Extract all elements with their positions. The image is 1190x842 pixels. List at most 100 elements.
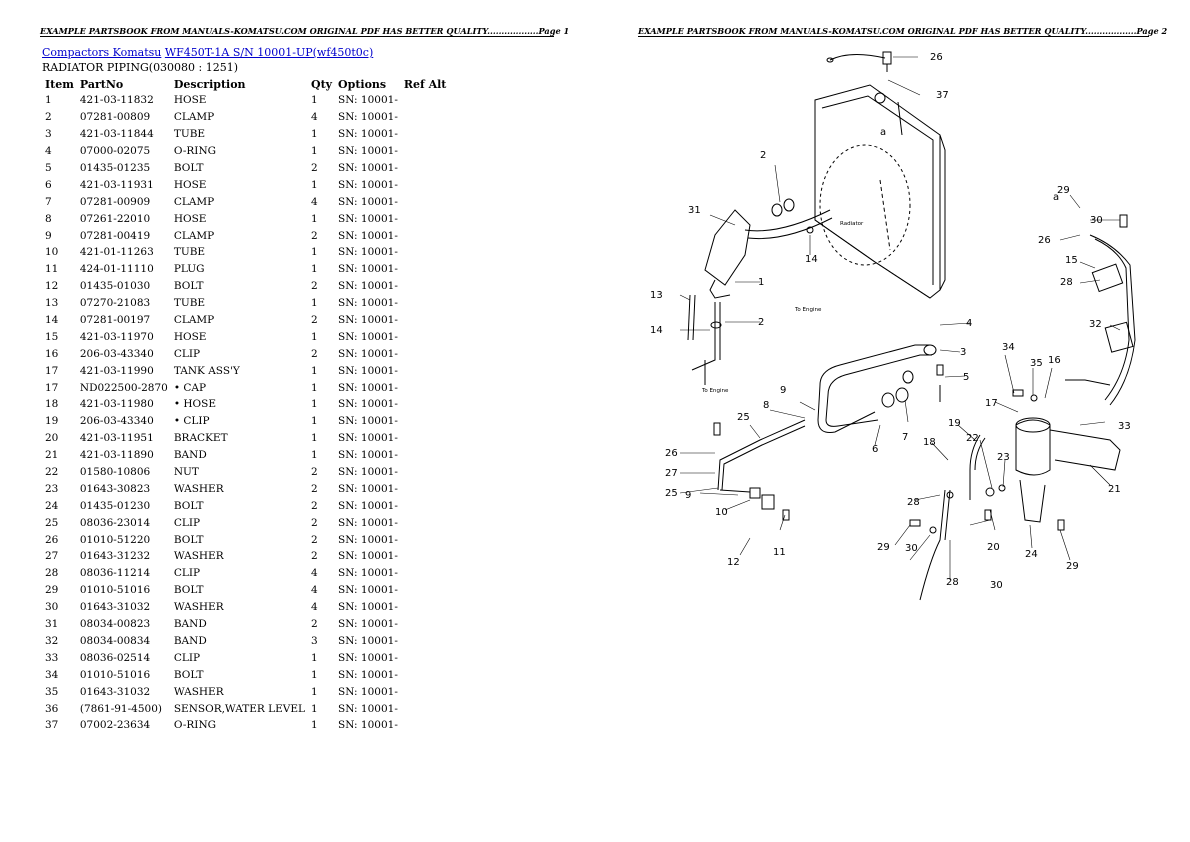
item-cell: 18 <box>45 398 59 411</box>
partno-cell: 07270-21083 <box>79 297 151 310</box>
qty-cell: 2 <box>310 550 318 563</box>
partno-cell: 08034-00823 <box>79 618 151 631</box>
ref-alt-cell <box>401 295 450 312</box>
options-cell: SN: 10001- <box>338 516 398 529</box>
partno-cell: 01010-51016 <box>79 668 151 681</box>
qty-cell: 1 <box>310 212 318 225</box>
ref-alt-cell <box>401 227 450 244</box>
partno-cell: 01435-01235 <box>79 162 151 174</box>
options-cell: SN: 10001- <box>338 246 398 259</box>
qty-cell: 1 <box>310 246 318 259</box>
callout-label: 9 <box>685 490 691 501</box>
options-cell: SN: 10001- <box>338 314 398 327</box>
partno-cell: 07281-00809 <box>79 111 151 124</box>
col-header-qty: Qty <box>310 77 333 91</box>
col-header-description: Description <box>173 77 246 91</box>
description-cell: WASHER <box>173 685 224 698</box>
item-cell: 17 <box>45 364 59 377</box>
callout-label: 28 <box>946 577 959 588</box>
ref-alt-cell <box>401 683 450 700</box>
partno-cell: 421-03-11951 <box>79 432 154 445</box>
callout-label: 13 <box>650 290 663 301</box>
qty-cell: 2 <box>310 229 318 242</box>
qty-cell: 1 <box>310 263 318 276</box>
partno-cell: 01010-51220 <box>79 533 151 546</box>
ref-alt-cell <box>401 717 450 734</box>
options-cell: SN: 10001- <box>338 449 398 462</box>
ref-alt-cell <box>401 193 450 210</box>
callout-label: 23 <box>997 452 1010 463</box>
description-cell: CLIP <box>173 567 201 580</box>
ref-alt-cell <box>401 261 450 278</box>
qty-cell: 2 <box>310 466 318 479</box>
options-cell: SN: 10001- <box>338 263 398 276</box>
qty-cell: 1 <box>310 719 318 732</box>
description-cell: BOLT <box>173 280 204 293</box>
partno-cell: 07261-22010 <box>79 212 151 225</box>
qty-cell: 1 <box>310 330 318 343</box>
description-cell: WASHER <box>173 550 224 563</box>
partno-cell: 01643-31232 <box>79 550 151 563</box>
callout-label: 14 <box>650 325 663 336</box>
drain-tube <box>691 302 722 385</box>
options-cell: SN: 10001- <box>338 668 398 681</box>
options-cell: SN: 10001- <box>338 94 398 107</box>
item-cell: 5 <box>45 162 52 174</box>
item-cell: 4 <box>45 145 52 158</box>
item-cell: 20 <box>45 432 59 445</box>
callout-label: 20 <box>987 542 1000 553</box>
item-cell: 33 <box>45 651 59 664</box>
options-cell: SN: 10001- <box>338 398 398 411</box>
callout-label: 14 <box>805 254 818 265</box>
header-rule-right <box>638 36 1149 37</box>
radiator-label: Radiator <box>840 221 864 227</box>
options-cell: SN: 10001- <box>338 229 398 242</box>
item-cell: 27 <box>45 550 59 563</box>
description-cell: • CAP <box>173 381 207 394</box>
item-cell: 24 <box>45 499 59 512</box>
breadcrumb-link-compactors[interactable]: Compactors Komatsu <box>42 46 162 59</box>
description-cell: CLIP <box>173 516 201 529</box>
ref-alt-cell <box>401 92 450 109</box>
item-cell: 14 <box>45 314 59 327</box>
qty-cell: 4 <box>310 567 318 580</box>
item-cell: 12 <box>45 280 59 293</box>
ref-alt-cell <box>401 666 450 683</box>
options-cell: SN: 10001- <box>338 618 398 631</box>
callout-label: 3 <box>960 347 966 358</box>
ref-alt-cell <box>401 362 450 379</box>
ref-alt-cell <box>401 176 450 193</box>
water-level-sensor <box>826 51 892 72</box>
qty-cell: 2 <box>310 618 318 631</box>
description-cell: BAND <box>173 449 207 462</box>
page-header-right: EXAMPLE PARTSBOOK FROM MANUALS-KOMATSU.C… <box>638 26 1168 36</box>
callout-label: 29 <box>877 542 890 553</box>
callout-label: 18 <box>923 437 936 448</box>
qty-cell: 2 <box>310 516 318 529</box>
upper-hose <box>687 198 833 341</box>
callout-label: 19 <box>948 418 961 429</box>
ref-alt-cell <box>401 312 450 329</box>
qty-cell: 1 <box>310 415 318 428</box>
qty-cell: 2 <box>310 280 318 293</box>
description-cell: BRACKET <box>173 432 228 445</box>
partno-cell: 01580-10806 <box>79 466 151 479</box>
partno-cell: 421-03-11990 <box>79 364 154 377</box>
partno-cell: 08036-11214 <box>79 567 151 580</box>
section-title: RADIATOR PIPING(030080 : 1251) <box>42 61 239 74</box>
breadcrumb-link-model[interactable]: WF450T-1A S/N 10001-UP(wf450t0c) <box>164 46 374 59</box>
ref-alt-cell <box>401 599 450 616</box>
options-cell: SN: 10001- <box>338 482 398 495</box>
leader-lines <box>679 56 1121 580</box>
options-cell: SN: 10001- <box>338 145 398 158</box>
options-cell: SN: 10001- <box>338 550 398 563</box>
